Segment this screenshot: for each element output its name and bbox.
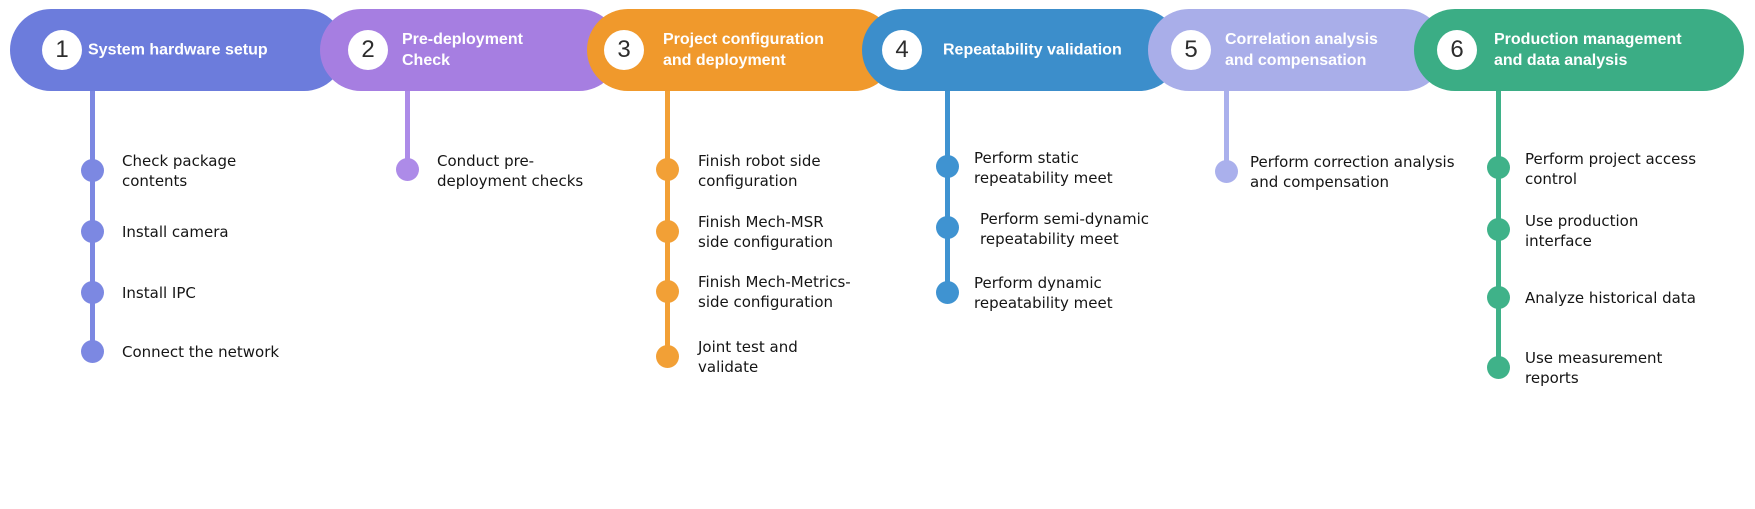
timeline-dot bbox=[1215, 160, 1238, 183]
timeline-item-label: Perform static repeatability meet bbox=[974, 149, 1113, 187]
timeline-item-label: Perform project access control bbox=[1525, 150, 1697, 188]
timeline-item-label: Use production interface bbox=[1525, 212, 1639, 250]
timeline-item-label: Install camera bbox=[122, 223, 229, 241]
timeline-dot bbox=[656, 280, 679, 303]
timeline-item-label: Install IPC bbox=[122, 284, 196, 302]
step-title: Correlation analysis and compensation bbox=[1225, 31, 1378, 69]
timeline-item-label: Analyze historical data bbox=[1525, 289, 1696, 307]
timeline-connector bbox=[1224, 70, 1229, 172]
timeline-dot bbox=[81, 281, 104, 304]
timeline-item-label: Conduct pre- deployment checks bbox=[437, 152, 584, 190]
timeline-connector bbox=[945, 70, 950, 293]
timeline-item-label: Perform semi-dynamic repeatability meet bbox=[980, 210, 1150, 248]
timeline-dot bbox=[81, 340, 104, 363]
timeline-connector bbox=[665, 70, 670, 357]
timeline-connector bbox=[90, 70, 95, 352]
step-pill-3: 3 Project configuration and deployment bbox=[587, 9, 895, 91]
step-pill-5: 5 Correlation analysis and compensation bbox=[1148, 9, 1445, 91]
step-title: Production management and data analysis bbox=[1494, 31, 1682, 69]
step-number-badge: 1 bbox=[42, 30, 82, 70]
timeline-dot bbox=[936, 281, 959, 304]
step-number-badge: 3 bbox=[604, 30, 644, 70]
step-number-badge: 5 bbox=[1171, 30, 1211, 70]
step-pill-2: 2 Pre-deployment Check bbox=[320, 9, 620, 91]
step-number-badge: 4 bbox=[882, 30, 922, 70]
timeline-dot bbox=[1487, 156, 1510, 179]
step-title: System hardware setup bbox=[88, 41, 268, 59]
timeline-item-label: Check package contents bbox=[122, 152, 237, 190]
timeline-dot bbox=[1487, 356, 1510, 379]
timeline-dot bbox=[656, 158, 679, 181]
step-number-badge: 6 bbox=[1437, 30, 1477, 70]
timeline-dot bbox=[936, 216, 959, 239]
timeline-dot bbox=[656, 345, 679, 368]
timeline-item-label: Use measurement reports bbox=[1525, 349, 1663, 387]
timeline-dot bbox=[81, 159, 104, 182]
timeline-dot bbox=[81, 220, 104, 243]
timeline-dot bbox=[656, 220, 679, 243]
step-pill-4: 4 Repeatability validation bbox=[862, 9, 1180, 91]
timeline-item-label: Finish robot side configuration bbox=[698, 152, 821, 190]
timeline-dot bbox=[1487, 218, 1510, 241]
timeline-item-label: Connect the network bbox=[122, 343, 280, 361]
timeline-item-label: Finish Mech-Metrics- side configuration bbox=[698, 273, 851, 311]
timeline-item-label: Joint test and validate bbox=[698, 338, 798, 376]
step-title: Project configuration and deployment bbox=[663, 31, 824, 69]
timeline-connector bbox=[405, 70, 410, 170]
timeline-dot bbox=[396, 158, 419, 181]
timeline-item-label: Finish Mech-MSR side configuration bbox=[698, 213, 833, 251]
step-title: Repeatability validation bbox=[943, 41, 1122, 59]
step-pill-1: 1 System hardware setup bbox=[10, 9, 345, 91]
step-number-badge: 2 bbox=[348, 30, 388, 70]
step-title: Pre-deployment Check bbox=[402, 31, 523, 69]
timeline-item-label: Perform correction analysis and compensa… bbox=[1250, 153, 1455, 191]
step-pill-6: 6 Production management and data analysi… bbox=[1414, 9, 1744, 91]
timeline-item-label: Perform dynamic repeatability meet bbox=[974, 274, 1113, 312]
timeline-dot bbox=[1487, 286, 1510, 309]
timeline-dot bbox=[936, 155, 959, 178]
